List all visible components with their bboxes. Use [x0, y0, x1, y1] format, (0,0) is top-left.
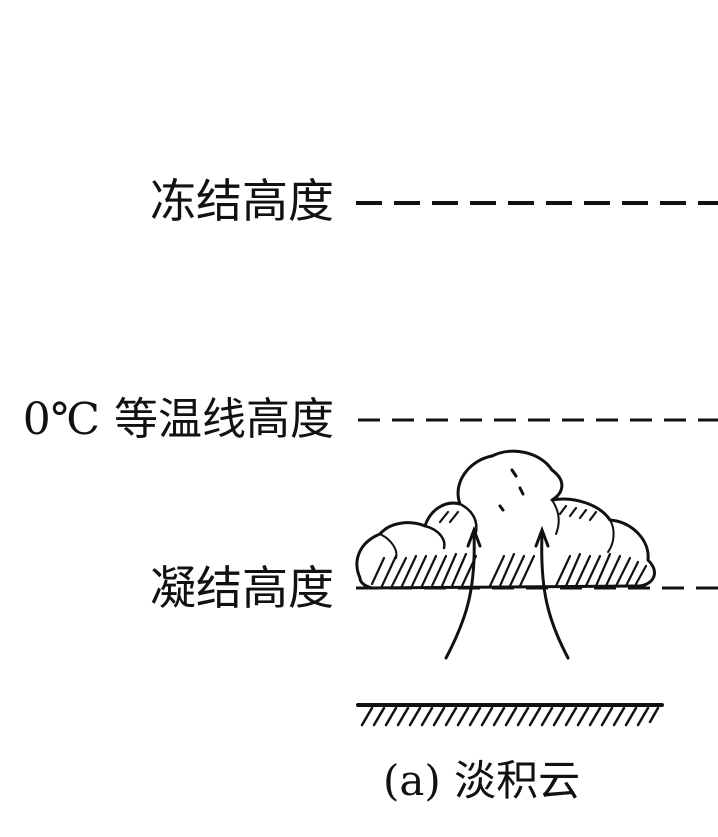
ground-hatching [360, 706, 660, 727]
figure-caption: (a) 淡积云 [383, 756, 581, 805]
freezing-level-label: 冻结高度 [150, 174, 334, 228]
updraft-left [444, 532, 476, 660]
updraft-left-head [466, 525, 482, 548]
cloud-base-hatching [370, 504, 648, 588]
updraft-right-head [534, 525, 550, 548]
ground [356, 703, 664, 727]
updraft-arrows [444, 525, 570, 660]
condensation-level-label: 凝结高度 [150, 561, 334, 615]
cloud [355, 449, 656, 590]
cloud-outline [355, 449, 656, 590]
isotherm-level-label: 0℃ 等温线高度 [22, 394, 334, 445]
updraft-right [540, 532, 570, 660]
